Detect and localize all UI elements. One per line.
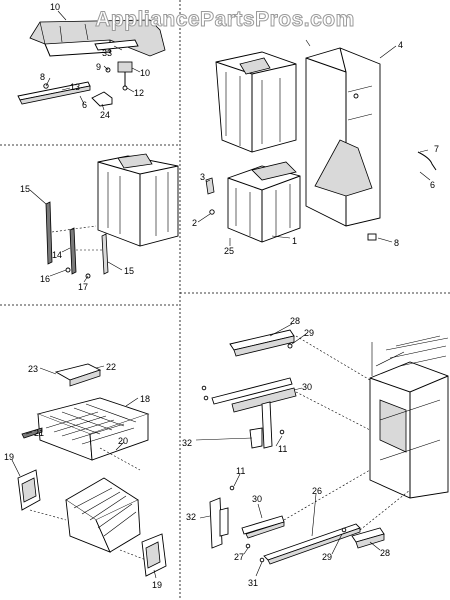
callout-12: 12 (134, 88, 144, 98)
callout-16: 16 (40, 274, 50, 284)
watermark-logo: AppliancePartsPros.com (95, 8, 355, 31)
callout-19b: 19 (152, 580, 162, 590)
callout-26: 26 (312, 486, 322, 496)
panel-middle-left: 15 14 16 17 15 (20, 153, 179, 292)
callout-32a: 32 (182, 438, 192, 448)
callout-32b: 32 (186, 512, 196, 522)
callout-6b: 6 (430, 180, 435, 190)
callout-25: 25 (224, 246, 234, 256)
callout-30b: 30 (252, 494, 262, 504)
callout-19a: 19 (4, 452, 14, 462)
callout-14: 14 (52, 250, 62, 260)
callout-21: 21 (34, 428, 44, 438)
callout-1: 1 (292, 236, 297, 246)
callout-24: 24 (100, 110, 110, 120)
callout-8a: 8 (40, 72, 45, 82)
callout-20: 20 (118, 436, 128, 446)
callout-15b: 15 (124, 266, 134, 276)
callout-8b: 8 (394, 238, 399, 248)
callout-9: 9 (96, 62, 101, 72)
panel-bottom-left: 23 22 18 21 19 20 19 (4, 362, 167, 590)
callout-3: 3 (200, 172, 205, 182)
callout-18: 18 (140, 394, 150, 404)
callout-33: 33 (102, 48, 112, 58)
callout-13: 13 (70, 82, 80, 92)
callout-4: 4 (398, 40, 403, 50)
callout-28a: 28 (290, 316, 300, 326)
callout-10a: 10 (50, 2, 60, 12)
callout-31: 31 (248, 578, 258, 588)
callout-29a: 29 (304, 328, 314, 338)
callout-29b: 29 (322, 552, 332, 562)
callout-7: 7 (434, 144, 439, 154)
callout-11a: 11 (278, 444, 287, 454)
callout-6a: 6 (82, 100, 87, 110)
callout-10b: 10 (140, 68, 150, 78)
panel-bottom-right: 28 29 30 32 11 11 32 30 26 27 29 28 31 (182, 316, 449, 588)
panel-top-left: 10 33 9 10 12 13 6 24 8 (17, 2, 166, 120)
callout-27: 27 (234, 552, 244, 562)
callout-2: 2 (192, 218, 197, 228)
panel-top-right: 4 3 2 25 1 7 6 8 (192, 39, 439, 256)
callout-22: 22 (106, 362, 116, 372)
callout-28b: 28 (380, 548, 390, 558)
callout-15a: 15 (20, 184, 30, 194)
callout-30a: 30 (302, 382, 312, 392)
callout-11b: 11 (236, 466, 245, 476)
callout-23: 23 (28, 364, 38, 374)
callout-17: 17 (78, 282, 88, 292)
